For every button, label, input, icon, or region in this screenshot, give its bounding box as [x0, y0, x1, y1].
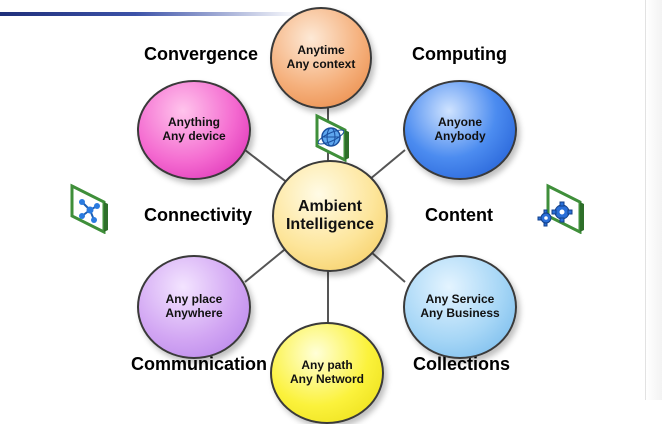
circle-anything: Anything Any device [137, 80, 251, 180]
circle-anyone-line1: Anyone [437, 115, 482, 130]
circle-any-service-line2: Any Business [420, 306, 500, 320]
circle-center-line2: Intelligence [285, 216, 375, 233]
circle-anything-line2: Any device [162, 129, 226, 143]
globe-icon [313, 110, 355, 167]
circle-any-place-line1: Any place [165, 292, 223, 307]
circle-any-service-line1: Any Service [425, 292, 495, 307]
title-rule [0, 12, 300, 16]
slide-edge [645, 0, 662, 400]
circle-any-place-line2: Anywhere [165, 306, 223, 320]
label-convergence: Convergence [144, 44, 259, 64]
circle-any-service: Any Service Any Business [403, 255, 517, 359]
circle-anyone-line2: Anybody [434, 129, 486, 143]
network-icon [64, 182, 112, 239]
label-computing: Computing [412, 44, 507, 64]
circle-anytime-line2: Any context [286, 57, 356, 71]
circle-ambient-intelligence: Ambient Intelligence [272, 160, 388, 272]
label-connectivity: Connectivity [144, 205, 253, 225]
label-collections: Collections [413, 354, 511, 374]
circle-anytime-line1: Anytime [297, 43, 345, 58]
label-communication: Communication [131, 354, 268, 374]
circle-anytime: Anytime Any context [270, 7, 372, 109]
label-content: Content [425, 205, 493, 225]
circle-any-place: Any place Anywhere [137, 255, 251, 359]
circle-any-path-line2: Any Netword [289, 372, 364, 386]
circle-center-line1: Ambient [298, 197, 362, 215]
circle-any-path: Any path Any Netword [270, 322, 384, 424]
circle-anyone: Anyone Anybody [403, 80, 517, 180]
circle-any-path-line1: Any path [301, 358, 353, 373]
gears-icon [534, 182, 586, 239]
circle-anything-line1: Anything [168, 115, 220, 130]
